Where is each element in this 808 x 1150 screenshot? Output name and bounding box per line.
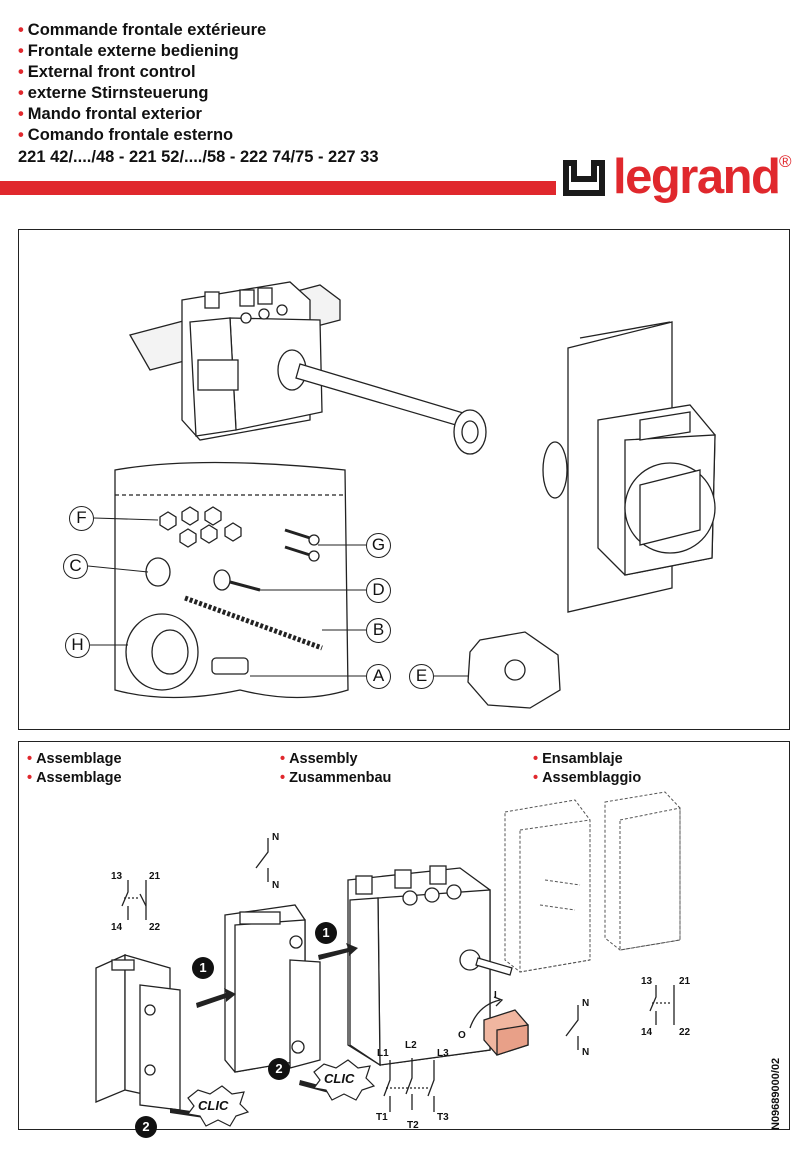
title-list: •Commande frontale extérieure •Frontale …: [18, 20, 266, 146]
contact-left-14: 14: [111, 922, 123, 933]
part-label-c: C: [63, 554, 88, 579]
step-marker-2-aux: 2: [135, 1116, 157, 1138]
neutral-top-n2: N: [272, 880, 280, 891]
title-es: •Mando frontal exterior: [18, 105, 202, 123]
part-label-h: H: [65, 633, 90, 658]
terminal-t1: T1: [376, 1112, 388, 1123]
registered-mark: ®: [779, 152, 792, 171]
contact-left-13: 13: [111, 871, 123, 882]
neutral-right-n2: N: [582, 1047, 590, 1058]
part-label-f: F: [69, 506, 94, 531]
step-marker-1-switch: 1: [315, 922, 337, 944]
part-label-e: E: [409, 664, 434, 689]
switch-position-off: O: [458, 1030, 466, 1041]
line-l1: L1: [377, 1048, 389, 1059]
contact-right-21: 21: [679, 976, 691, 987]
neutral-right-n1: N: [582, 998, 590, 1009]
title-fr: •Commande frontale extérieure: [18, 21, 267, 39]
terminal-t2: T2: [407, 1120, 419, 1131]
contact-right-13: 13: [641, 976, 653, 987]
assembly-heading-col1: •Assemblage •Assemblage: [27, 751, 122, 786]
terminal-t3: T3: [437, 1112, 449, 1123]
part-label-a: A: [366, 664, 391, 689]
clic-label-right: CLIC: [324, 1071, 355, 1086]
legrand-logo: legrand ®: [561, 150, 801, 210]
title-it: •Comando frontale esterno: [18, 126, 234, 144]
assembly-heading-col3: •Ensamblaje •Assemblaggio: [533, 751, 642, 786]
clic-label-left: CLIC: [198, 1098, 229, 1113]
step-marker-2-module: 2: [268, 1058, 290, 1080]
title-nl: •Frontale externe bediening: [18, 42, 239, 60]
legrand-logo-mark: [563, 160, 605, 196]
switch-position-on: I: [494, 990, 497, 1001]
contact-right-22: 22: [679, 1027, 691, 1038]
assembly-heading-col2: •Assembly •Zusammenbau: [280, 751, 392, 786]
contact-right-14: 14: [641, 1027, 653, 1038]
line-l2: L2: [405, 1040, 417, 1051]
title-en: •External front control: [18, 63, 196, 81]
red-header-bar: [0, 181, 556, 195]
contact-left-22: 22: [149, 922, 161, 933]
title-de: •externe Stirnsteuerung: [18, 84, 209, 102]
neutral-top-n1: N: [272, 832, 280, 843]
legrand-wordmark: legrand: [613, 150, 781, 204]
document-number: N09689000/02: [770, 1057, 782, 1130]
contact-left-21: 21: [149, 871, 161, 882]
part-label-g: G: [366, 533, 391, 558]
product-references: 221 42/..../48 - 221 52/..../58 - 222 74…: [18, 148, 379, 166]
line-l3: L3: [437, 1048, 449, 1059]
part-label-b: B: [366, 618, 391, 643]
step-marker-1-aux: 1: [192, 957, 214, 979]
part-label-d: D: [366, 578, 391, 603]
